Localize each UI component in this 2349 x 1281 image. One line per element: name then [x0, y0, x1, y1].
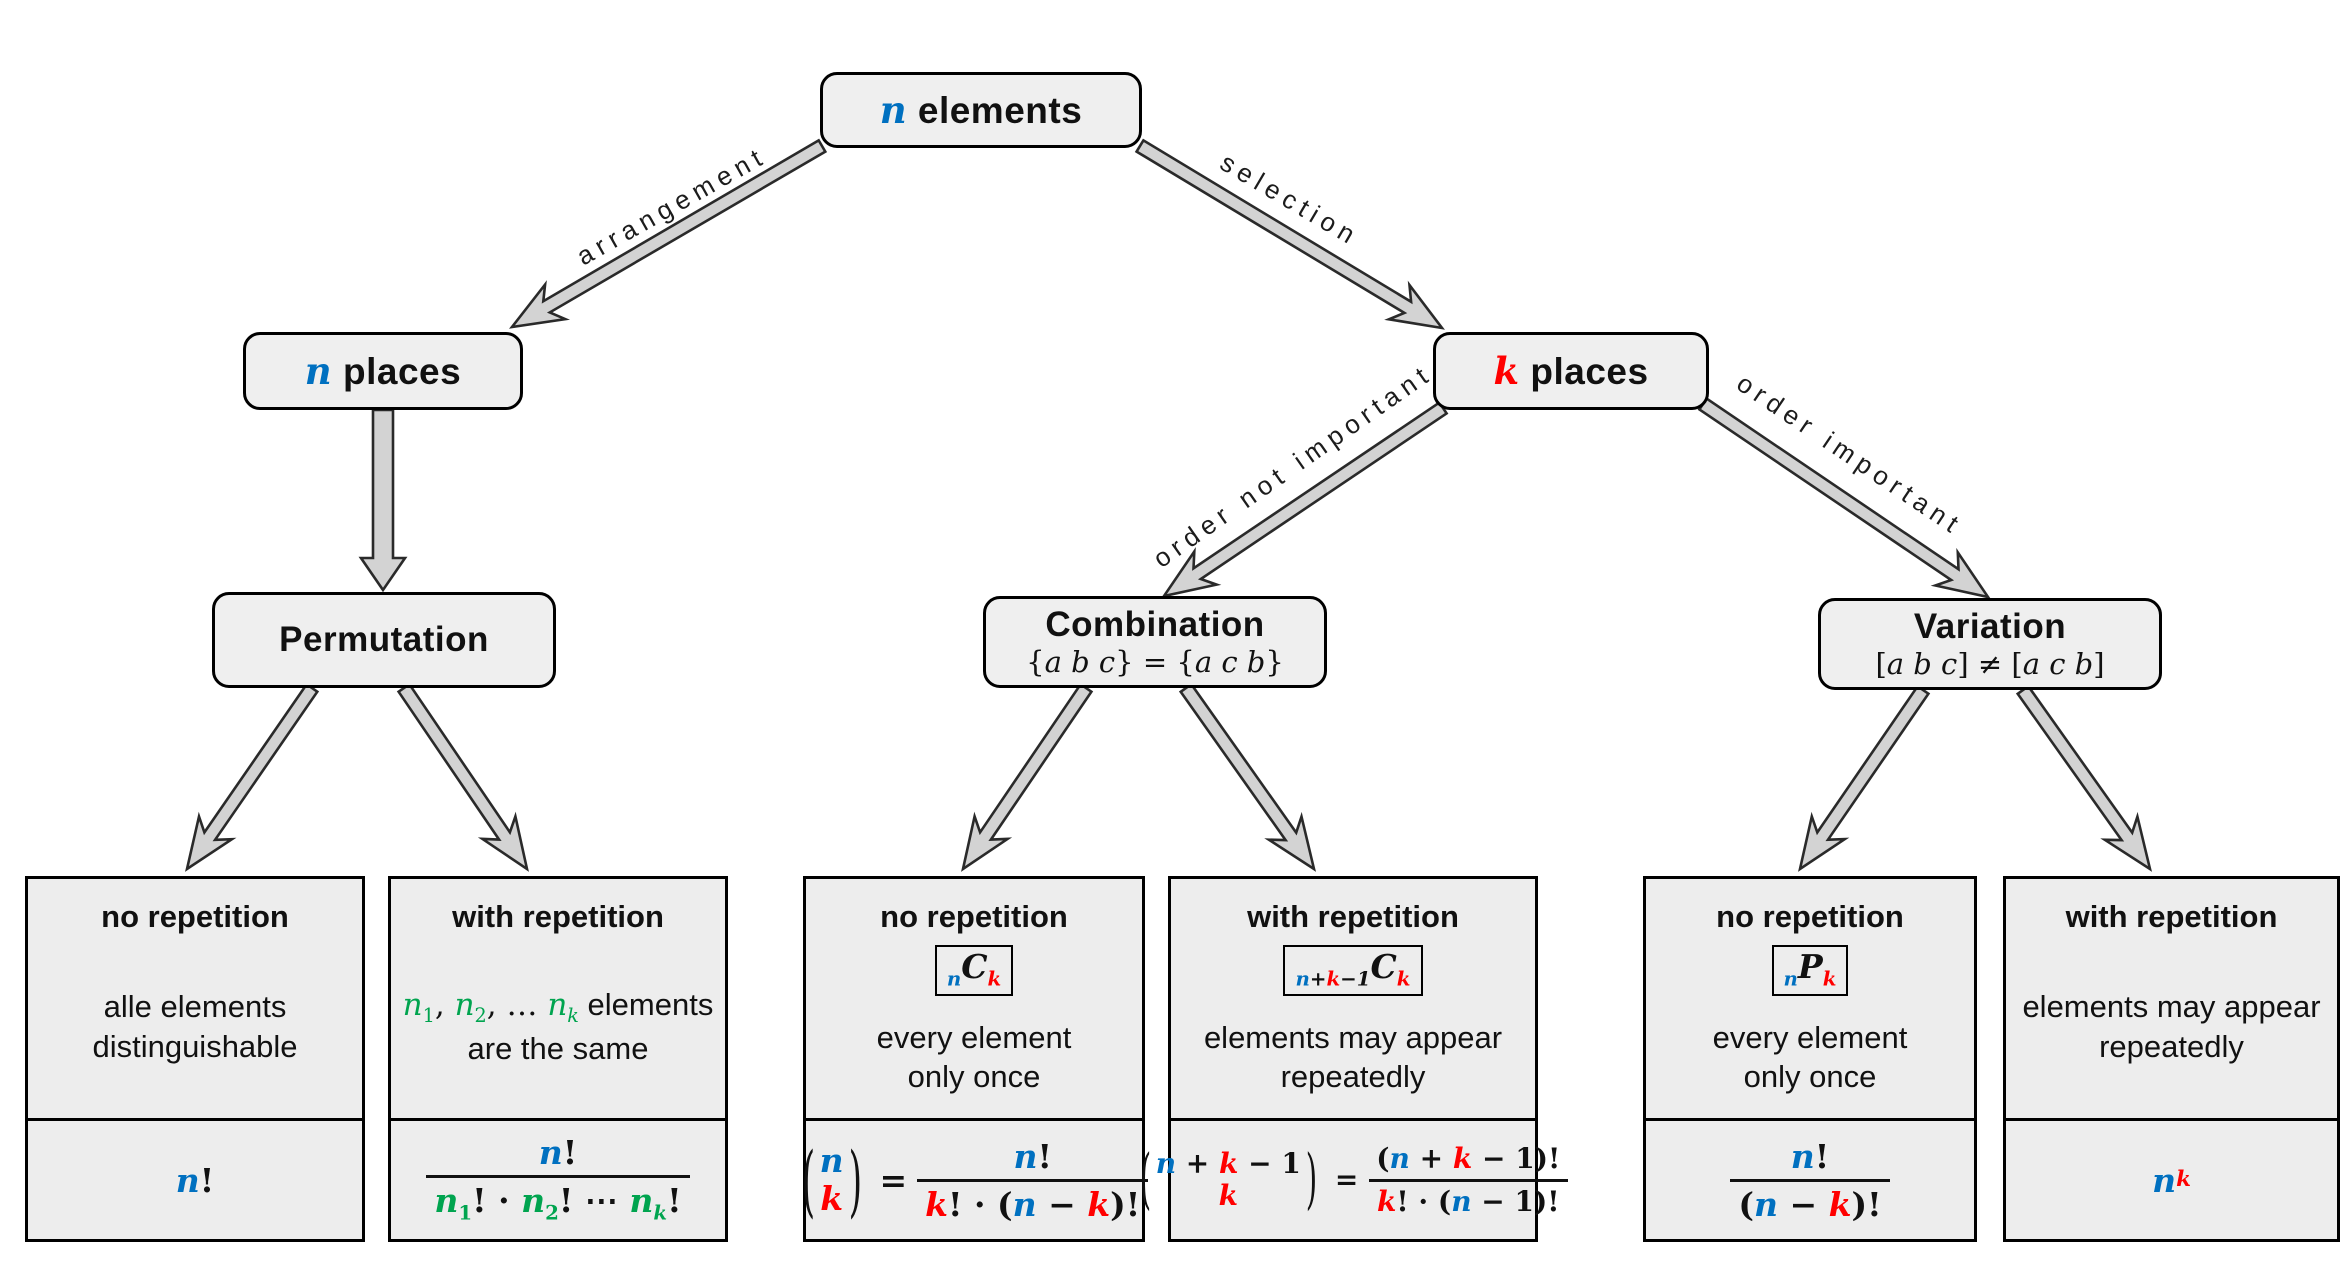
notation-badge: n+k−1Ck: [1283, 945, 1423, 997]
leaf-title: no repetition: [1716, 899, 1904, 934]
notation-badge: nPk: [1771, 945, 1849, 997]
tree-arrow: [185, 682, 320, 872]
leaf-title: with repetition: [1247, 899, 1459, 934]
formula: n!(n − k)!: [1730, 1140, 1890, 1221]
tree-arrow: [396, 682, 529, 872]
tree-arrow: [508, 138, 828, 329]
leaf-formula-section: n!: [28, 1121, 362, 1239]
tree-arrow: [2015, 684, 2153, 872]
node-n-places-label: n places: [304, 349, 462, 393]
tree-arrow: [1134, 138, 1446, 330]
node-k-places: k places: [1433, 332, 1709, 410]
leaf-title: no repetition: [880, 899, 1068, 934]
node-n-elements: n elements: [820, 72, 1142, 148]
tree-arrow: [358, 408, 408, 593]
tree-arrow: [1697, 396, 1991, 599]
node-k-places-label: k places: [1493, 349, 1649, 393]
leaf-formula-section: n!n1! · n2! ⋯ nk!: [391, 1121, 725, 1239]
node-permutation-title: Permutation: [279, 620, 489, 659]
formula: n!n1! · n2! ⋯ nk!: [426, 1136, 690, 1223]
leaf-title: with repetition: [452, 899, 664, 934]
tree-arrow: [1798, 684, 1931, 872]
leaf-combination-with-repetition: with repetition n+k−1Ck elements may app…: [1139, 876, 1568, 1242]
formula: n!: [175, 1160, 215, 1200]
node-variation: Variation [a b c] ≠ [a c b]: [1818, 598, 2162, 690]
node-n-places: n places: [243, 332, 523, 410]
leaf-title: with repetition: [2065, 899, 2278, 934]
tree-arrow: [961, 682, 1094, 872]
node-combination-subtitle: {a b c} = {a c b}: [1026, 645, 1284, 680]
node-n-elements-label: n elements: [879, 88, 1083, 132]
tree-arrow: [1178, 682, 1317, 872]
notation-badge: nCk: [934, 945, 1014, 997]
tree-arrow: [1161, 400, 1449, 598]
node-combination-title: Combination: [1045, 605, 1265, 645]
leaf-description-section: with repetition n+k−1Ck elements may app…: [1171, 879, 1535, 1121]
leaf-formula-section: n!(n − k)!: [1646, 1121, 1974, 1239]
node-variation-subtitle: [a b c] ≠ [a c b]: [1875, 647, 2105, 682]
node-permutation: Permutation: [212, 592, 556, 688]
node-combination: Combination {a b c} = {a c b}: [983, 596, 1327, 688]
node-variation-title: Variation: [1913, 607, 2067, 647]
leaf-title: no repetition: [101, 899, 289, 934]
